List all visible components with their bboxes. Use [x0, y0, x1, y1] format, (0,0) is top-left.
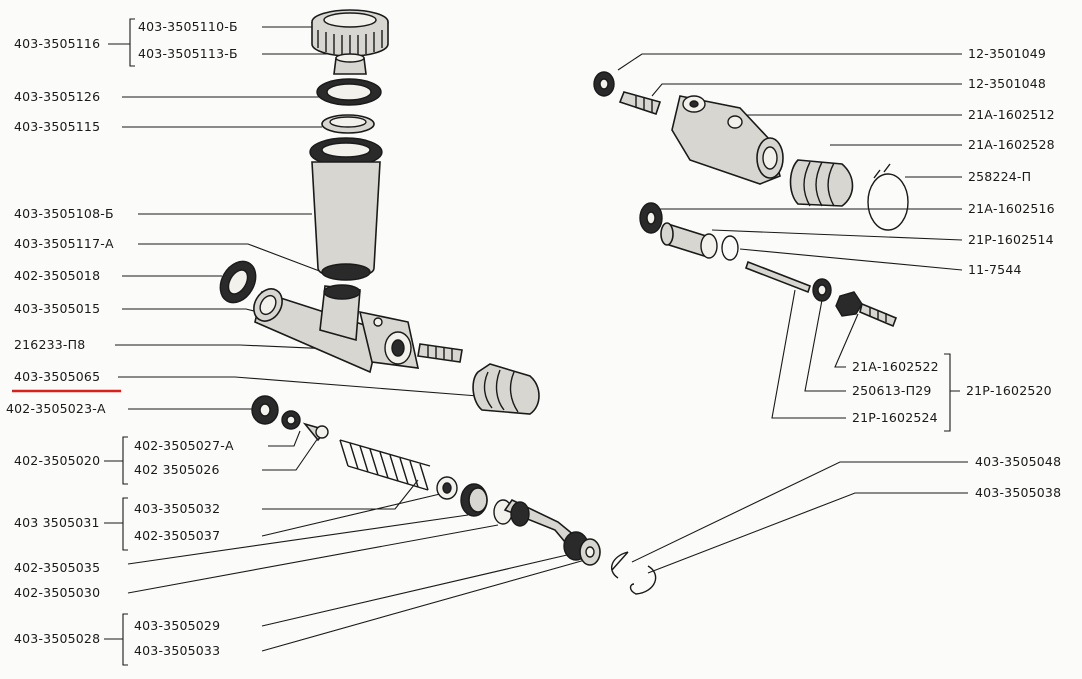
bleed-valve [618, 91, 662, 116]
label-21r-1602514: 21Р-1602514 [968, 232, 1054, 247]
label-403-3505126: 403-3505126 [14, 89, 100, 104]
label-21a-1602516: 21А-1602516 [968, 201, 1055, 216]
push-rod-stud [417, 343, 463, 363]
slave-boot [789, 159, 854, 207]
spring-cup [436, 476, 458, 500]
label-21a-1602528: 21А-1602528 [968, 137, 1055, 152]
left-labels: 403-3505116 403-3505110-Б 403-3505113-Б … [6, 19, 238, 658]
label-216233-p8: 216233-П8 [14, 337, 85, 352]
primary-cup [460, 483, 488, 517]
slave-piston [660, 222, 718, 259]
reservoir-cap [311, 9, 389, 57]
reservoir-gasket [316, 78, 382, 106]
cylinder-gasket [219, 260, 257, 304]
label-403-3505038: 403-3505038 [975, 485, 1061, 500]
label-403-3505031: 403 3505031 [14, 515, 100, 530]
label-403-3505048: 403-3505048 [975, 454, 1061, 469]
label-403-3505032: 403-3505032 [134, 501, 220, 516]
adjusting-nut-and-bolt [835, 291, 898, 328]
label-402-3505027-a: 402-3505027-А [134, 438, 234, 453]
dust-boot [472, 363, 540, 415]
label-11-7544: 11-7544 [968, 262, 1022, 277]
label-403-3505117-a: 403-3505117-А [14, 236, 114, 251]
label-21a-1602512: 21А-1602512 [968, 107, 1055, 122]
valve-plug [302, 422, 329, 442]
retaining-rings [610, 551, 657, 595]
label-403-3505029: 403-3505029 [134, 618, 220, 633]
label-402-3505018: 402-3505018 [14, 268, 100, 283]
label-21a-1602522: 21А-1602522 [852, 359, 939, 374]
label-403-3505116: 403-3505116 [14, 36, 100, 51]
label-402-3505037: 402-3505037 [134, 528, 220, 543]
label-21r-1602524: 21Р-1602524 [852, 410, 938, 425]
group-brackets [104, 18, 960, 666]
slave-retaining-ring [721, 235, 739, 261]
label-250613-p29: 250613-П29 [852, 383, 932, 398]
label-403-3505115: 403-3505115 [14, 119, 100, 134]
small-spring [281, 410, 301, 430]
piston [503, 498, 601, 566]
label-402-3505020: 402-3505020 [14, 453, 100, 468]
master-cylinder-body [253, 284, 420, 374]
slave-cup [639, 202, 663, 234]
return-spring [339, 439, 431, 491]
label-402-3505030: 402-3505030 [14, 585, 100, 600]
reservoir-ring [321, 114, 375, 134]
label-403-3505110-b: 403-3505110-Б [138, 19, 238, 34]
label-403-3505108-b: 403-3505108-Б [14, 206, 114, 221]
label-403-3505065-highlighted: 403-3505065 [14, 369, 100, 384]
label-12-3501048: 12-3501048 [968, 76, 1046, 91]
label-402-3505023-a: 402-3505023-А [6, 401, 106, 416]
reservoir-body [309, 137, 383, 281]
valve-nut [251, 395, 279, 425]
pushrod [744, 260, 832, 302]
label-258224-p: 258224-П [968, 169, 1031, 184]
cap-seal [333, 53, 367, 75]
boot-clamp-spring [867, 163, 909, 231]
right-labels: 12-3501049 12-3501048 21А-1602512 21А-16… [852, 46, 1061, 500]
leader-lines [115, 26, 968, 652]
label-403-3505033: 403-3505033 [134, 643, 220, 658]
label-403-3505015: 403-3505015 [14, 301, 100, 316]
label-12-3501049: 12-3501049 [968, 46, 1046, 61]
label-21r-1602520: 21Р-1602520 [966, 383, 1052, 398]
label-402-3505026: 402 3505026 [134, 462, 220, 477]
bleed-cap [593, 71, 615, 97]
slave-cylinder-body [671, 95, 784, 185]
label-403-3505113-b: 403-3505113-Б [138, 46, 238, 61]
label-402-3505035: 402-3505035 [14, 560, 100, 575]
label-403-3505028: 403-3505028 [14, 631, 100, 646]
